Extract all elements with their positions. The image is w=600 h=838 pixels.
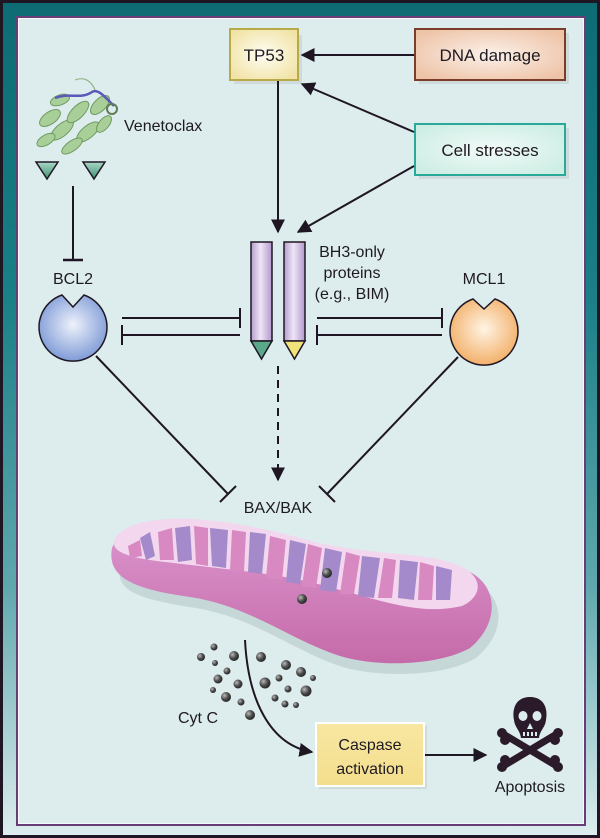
tp53-node: TP53 [229,28,302,84]
bcl2-to-baxbak-inhibition [95,355,237,503]
venetoclax-label: Venetoclax [124,118,202,135]
bax-bak-label: BAX/BAK [244,500,313,517]
pencil-tip-yellow [282,340,307,361]
skull-crossbones-icon [497,697,563,772]
apoptosis-label: Apoptosis [495,779,565,796]
mcl1-to-baxbak-inhibition [318,356,459,503]
bcl2-bh3-mutual-inhibition [121,308,241,345]
stress-to-tp53-arrow [300,82,415,133]
venetoclax-protein-structure [36,78,118,155]
bh3-label-line2: proteins [324,265,381,282]
caspase-label-line1: Caspase [338,737,401,754]
pencil-tip-green [249,340,274,361]
venetoclax-triangle-icon [81,161,107,181]
caspase-label-line2: activation [336,761,404,778]
cyt-c-label: Cyt C [178,710,218,727]
bh3-label-line1: BH3-only [319,244,385,261]
cytc-to-caspase-arrow [244,639,314,757]
cytochrome-c-particles [197,643,316,720]
mcl1-label: MCL1 [463,271,506,288]
bh3-protein-pencil [249,241,274,361]
bcl2-label: BCL2 [53,271,93,288]
caspase-activation-node: Caspase activation [315,722,427,789]
mcl1-protein-icon [449,298,519,366]
stress-to-bh3-arrow [296,165,415,233]
dna-damage-node: DNA damage [414,28,569,84]
mitochondrion-illustration [111,518,499,674]
bh3-protein-pencil [282,241,307,361]
cell-stresses-node: Cell stresses [414,123,569,179]
tp53-label: TP53 [244,46,285,65]
dna-damage-label: DNA damage [439,46,540,65]
bcl2-protein-icon [38,294,108,362]
cell-stresses-label: Cell stresses [441,141,538,160]
venetoclax-triangle-icon [34,161,60,181]
mcl1-bh3-mutual-inhibition [316,308,443,345]
bh3-label-line3: (e.g., BIM) [315,286,390,303]
